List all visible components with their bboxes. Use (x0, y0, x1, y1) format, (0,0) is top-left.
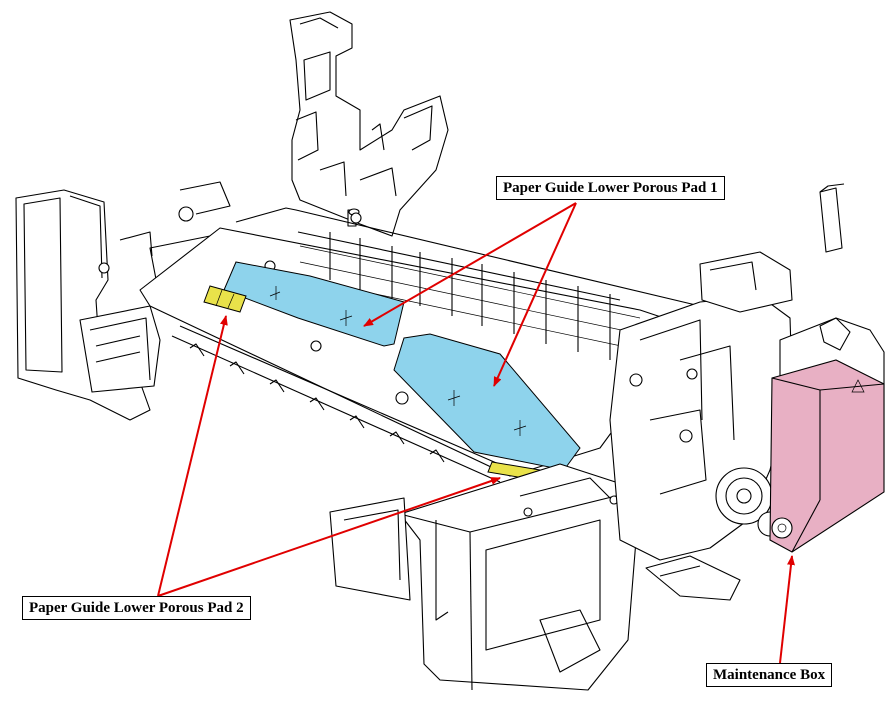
callout-maintenance-box: Maintenance Box (706, 663, 833, 687)
arrow-maintenance-box (779, 555, 795, 664)
callout-paper-guide-lower-porous-pad-1: Paper Guide Lower Porous Pad 1 (496, 176, 725, 200)
arrow-pad2-left (157, 315, 228, 597)
front-carriage-frame (329, 463, 641, 691)
porous-pad-2-left-segment (203, 285, 247, 313)
maintenance-box-body (769, 359, 885, 553)
arrow-pad1-left (363, 202, 577, 327)
rear-frame-tower (289, 11, 449, 237)
callout-arrows (157, 202, 795, 664)
arrow-pad2-right (157, 477, 501, 597)
right-mechanism (609, 251, 793, 601)
callout-paper-guide-lower-porous-pad-2: Paper Guide Lower Porous Pad 2 (22, 596, 251, 620)
porous-pad-1-right-segment (393, 333, 581, 471)
maintenance-box (769, 183, 885, 553)
arrow-pad1-right (493, 202, 577, 387)
